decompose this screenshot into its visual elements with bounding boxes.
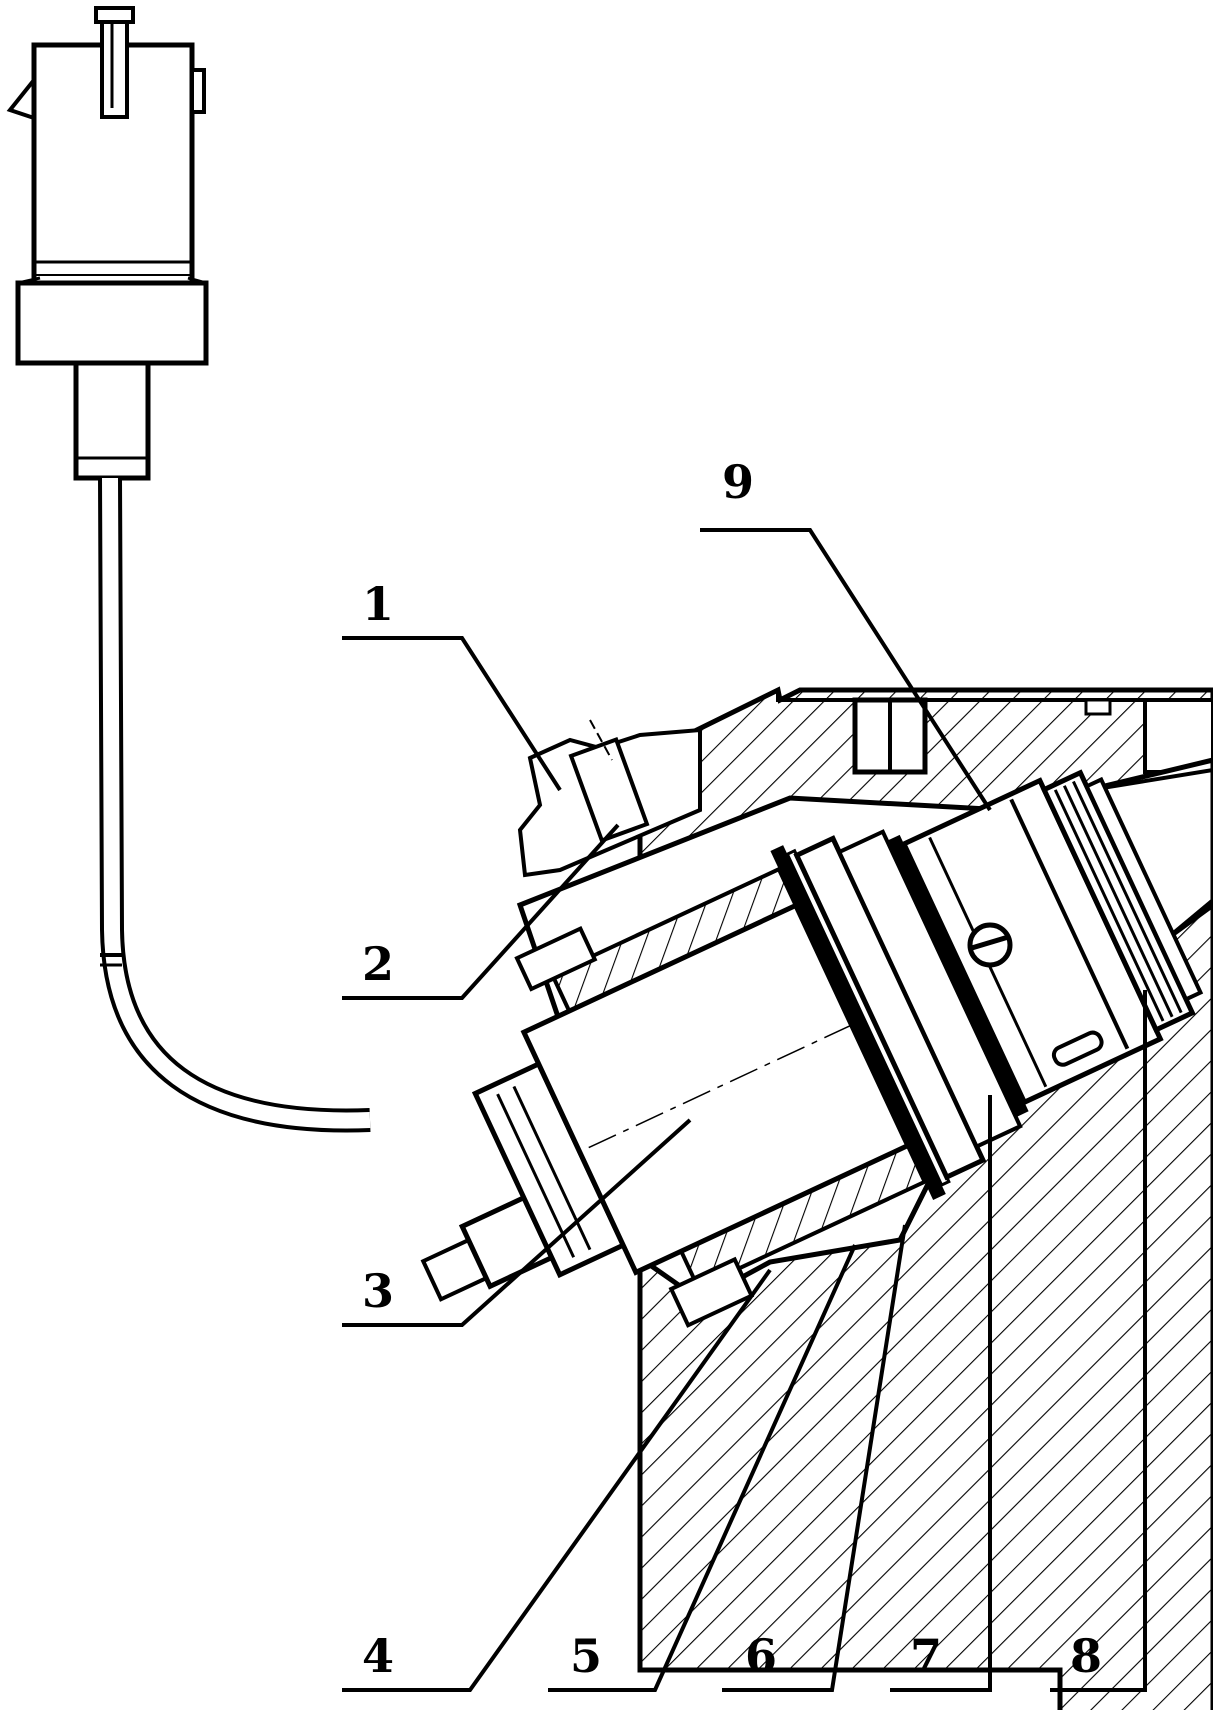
callout-labels: 1 2 3 4 5 6 7 8 9	[362, 455, 1102, 1683]
leader-6	[722, 1224, 907, 1692]
callout-1: 1	[362, 577, 394, 631]
leader-8	[1050, 990, 1147, 1692]
sensor-assembly	[420, 769, 1204, 1328]
callout-6: 6	[745, 1629, 777, 1683]
leader-9	[700, 528, 992, 812]
set-screw	[967, 922, 1013, 968]
leader-3	[342, 1118, 692, 1327]
leader-1	[342, 636, 562, 792]
locking-clip	[517, 719, 702, 878]
callout-8: 8	[1070, 1629, 1102, 1683]
callout-3: 3	[362, 1264, 394, 1318]
callout-7: 7	[910, 1629, 942, 1683]
leader-7	[890, 1095, 992, 1692]
leader-2	[342, 823, 620, 1000]
callout-9: 9	[722, 455, 754, 509]
electrical-connector	[6, 6, 209, 481]
leader-5	[548, 1244, 857, 1692]
callout-2: 2	[362, 937, 394, 991]
sensor-cable	[98, 477, 371, 1133]
callout-5: 5	[570, 1629, 602, 1683]
callout-4: 4	[362, 1629, 394, 1683]
leader-lines	[342, 528, 1147, 1692]
leader-4	[342, 1268, 772, 1692]
